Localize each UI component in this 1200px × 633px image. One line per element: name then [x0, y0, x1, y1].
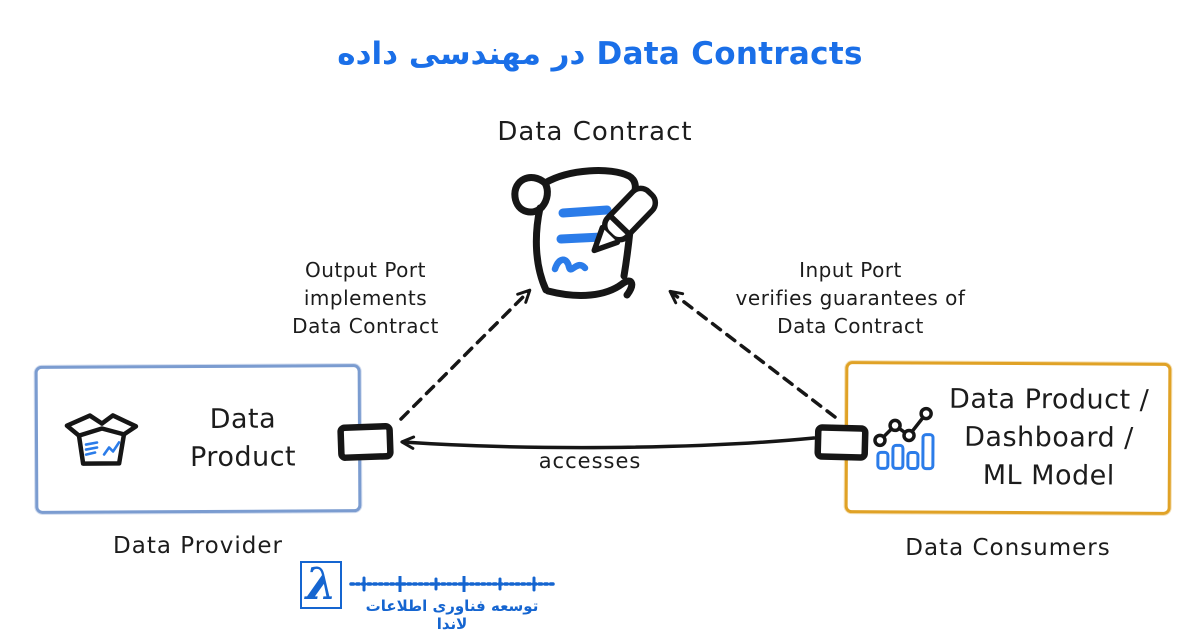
consumer-box-line: ML Model [982, 459, 1115, 492]
provider-box-line: Product [190, 441, 297, 474]
provider-box-text: Data Product [142, 400, 358, 477]
consumer-caption: Data Consumers [905, 535, 1111, 561]
company-logo: λ توسعه فناوری اطلاعات لاندا [300, 561, 556, 633]
output-port-label-line: Output Port [305, 258, 426, 282]
page-title: Data Contracts در مهندسی داده [337, 36, 863, 72]
contract-heading: Data Contract [497, 117, 693, 147]
input-port-label: Input Port verifies guarantees of Data C… [698, 256, 1003, 340]
waveform-icon [349, 575, 555, 593]
open-box-icon [64, 413, 139, 466]
input-port-label-line: Input Port [799, 258, 902, 282]
provider-box-line: Data [209, 403, 277, 435]
consumer-box-line: Dashboard / [964, 421, 1134, 454]
pen-icon [591, 185, 659, 254]
output-port-label-line: Data Contract [292, 314, 439, 338]
accesses-label: accesses [538, 449, 642, 473]
lambda-logo-icon: λ [300, 561, 342, 609]
input-port-label-line: Data Contract [777, 314, 924, 338]
data-provider-box: Data Product [34, 364, 362, 514]
accesses-arrow [400, 435, 816, 450]
lambda-symbol: λ [305, 559, 337, 610]
consumer-box-line: Data Product / [948, 383, 1150, 416]
contract-text-lines [551, 205, 612, 273]
data-consumers-box: Data Product / Dashboard / ML Model [844, 361, 1172, 515]
input-port-label-line: verifies guarantees of [735, 286, 966, 310]
provider-caption: Data Provider [113, 533, 283, 559]
consumer-box-text: Data Product / Dashboard / ML Model [944, 381, 1169, 496]
output-port-label: Output Port implements Data Contract [238, 256, 493, 340]
logo-right: توسعه فناوری اطلاعات لاندا [348, 561, 556, 633]
contract-scroll-icon [511, 167, 659, 299]
bar-line-chart-icon [873, 406, 935, 471]
output-port-label-line: implements [303, 286, 428, 310]
